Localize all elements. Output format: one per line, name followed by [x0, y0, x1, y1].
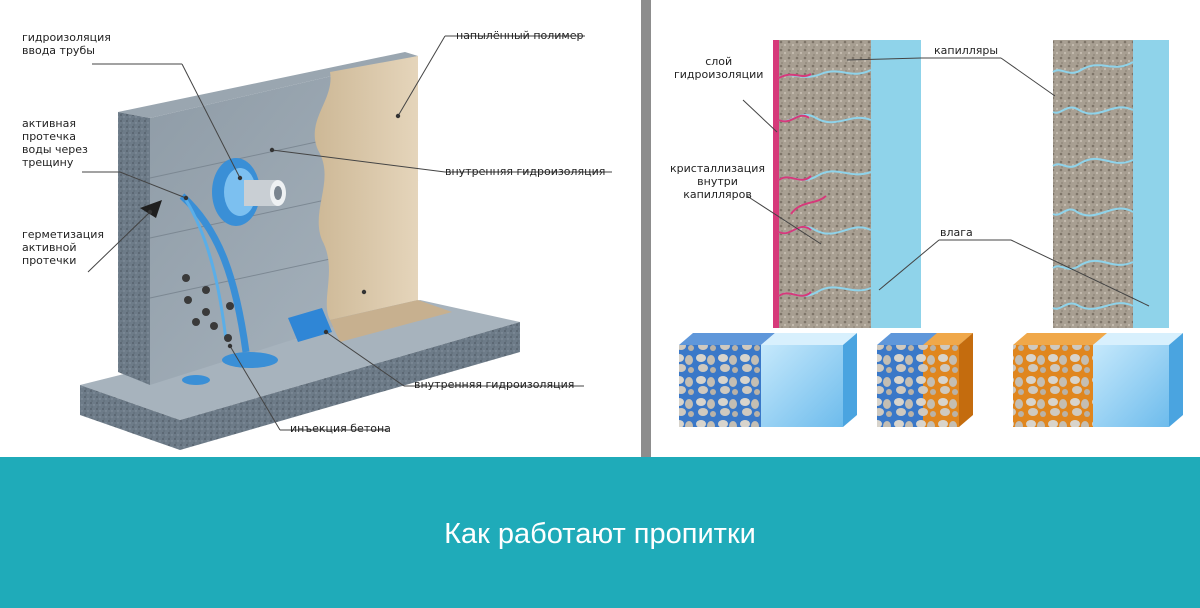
label-concrete-injection: инъекция бетона — [290, 422, 391, 435]
polymer-coating — [314, 56, 418, 320]
label-waterproofing-layer: слой гидроизоляции — [674, 55, 764, 81]
right-leader-lines — [742, 57, 1150, 307]
water-puddle — [222, 352, 278, 368]
cube-stage-3 — [1013, 333, 1183, 427]
label-leak-sealing: герметизация активной протечки — [22, 228, 104, 267]
caption-title: Как работают пропитки — [444, 518, 756, 550]
label-internal-waterproofing-top: внутренняя гидроизоляция — [445, 165, 606, 178]
water-leak-stream — [179, 193, 250, 353]
label-capillaries: капилляры — [934, 44, 999, 57]
wall-side — [118, 112, 150, 385]
panel-divider — [641, 0, 651, 457]
leader-lines — [82, 35, 612, 431]
label-pipe-waterproofing: гидроизоляция ввода трубы — [22, 31, 111, 57]
injection-points — [182, 274, 234, 342]
capillary-impregnation-diagram — [679, 40, 1183, 427]
concrete-section-treated — [777, 40, 871, 328]
corner-seal — [288, 308, 332, 342]
cube-stage-2 — [877, 333, 973, 427]
waterproofing-membrane — [773, 40, 779, 328]
capillaries-treated — [778, 69, 872, 297]
cube-stage-1 — [679, 333, 857, 427]
floor-slab-front — [80, 385, 180, 450]
label-active-leak: активная протечка воды через трещину — [22, 117, 88, 169]
label-crystallization: кристаллизация внутри капилляров — [670, 162, 766, 201]
moisture-band-2 — [1133, 40, 1169, 328]
capillaries-untreated — [1052, 61, 1134, 310]
concrete-section-untreated — [1053, 40, 1133, 328]
floor-slab-side — [180, 322, 520, 450]
label-sprayed-polymer: напылённый полимер — [456, 29, 584, 42]
caption-banner — [0, 457, 1200, 608]
pipe-waterproofing — [212, 158, 286, 226]
floor-slab — [80, 300, 520, 420]
moisture-band-1 — [871, 40, 921, 328]
leak-seal-cone — [140, 200, 162, 218]
polymer-floor — [330, 300, 452, 342]
basement-waterproofing-diagram — [80, 35, 612, 450]
label-internal-waterproofing-bottom: внутренняя гидроизоляция — [414, 378, 575, 391]
label-moisture: влага — [940, 226, 973, 239]
wall-top — [118, 52, 418, 118]
